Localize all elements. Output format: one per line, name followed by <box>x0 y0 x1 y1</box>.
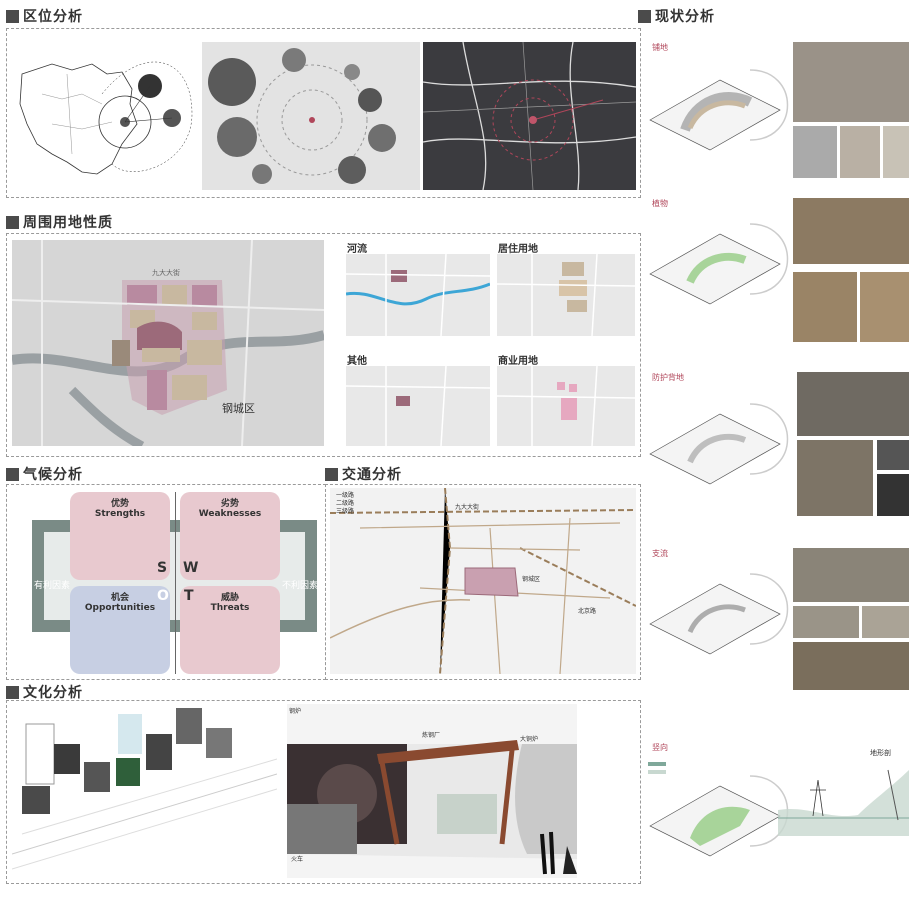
traffic-road-label-3: 北京路 <box>578 608 597 615</box>
header-square-icon <box>638 9 651 23</box>
section-header-status: 现状分析 <box>638 6 715 26</box>
status-photo-tributary-4 <box>793 642 909 690</box>
district-label: 钢城区 <box>222 402 255 415</box>
section-header-traffic: 交通分析 <box>325 464 402 484</box>
thumb-map-residential <box>497 254 635 336</box>
status-photo-tributary-2 <box>793 606 859 638</box>
traffic-panel <box>325 484 641 680</box>
status-photo-protective-4 <box>877 474 909 516</box>
culture-label-furnace: 钢炉 <box>289 708 302 715</box>
culture-timeline <box>12 708 277 870</box>
status-photo-paving-3 <box>840 126 880 178</box>
culture-panel <box>6 700 641 884</box>
status-photo-protective-3 <box>877 440 909 470</box>
section-title: 周围用地性质 <box>23 215 113 231</box>
status-label-tributary: 支流 <box>652 549 668 558</box>
section-title: 区位分析 <box>23 9 83 25</box>
status-photo-protective-2 <box>797 440 873 516</box>
status-photo-paving-4 <box>883 126 909 178</box>
thumb-map-other <box>346 366 490 446</box>
swot-letter-w: W <box>183 560 199 576</box>
thumb-label-other: 其他 <box>347 356 367 367</box>
culture-collage: 钢炉 炼钢厂 大铜炉 火车 <box>287 704 577 878</box>
status-photo-plants-1 <box>793 198 909 264</box>
status-label-vertical: 竖向 <box>652 743 668 752</box>
status-axon-paving <box>649 69 789 151</box>
section-title: 文化分析 <box>23 685 83 701</box>
thumb-label-river: 河流 <box>347 244 367 255</box>
opportunities-cn: 机会 <box>110 593 129 603</box>
culture-label-copper-furnace: 大铜炉 <box>520 736 539 743</box>
status-photo-paving-1 <box>793 42 909 122</box>
traffic-road-label-1: 九大大街 <box>455 504 480 511</box>
strengths-cn: 优势 <box>110 499 129 509</box>
swot-letter-t: T <box>184 588 194 604</box>
strengths-en: Strengths <box>94 509 146 519</box>
traffic-legend-1: 一级路 <box>336 492 355 499</box>
traffic-road-label-2: 钢城区 <box>522 576 541 583</box>
culture-label-steel-plant: 炼钢厂 <box>422 732 441 739</box>
swot-letter-o: O <box>157 588 169 604</box>
header-square-icon <box>6 9 19 23</box>
location-panel <box>6 28 641 198</box>
thumb-map-river <box>346 254 490 336</box>
section-header-climate: 气候分析 <box>6 464 83 484</box>
status-photo-plants-2 <box>793 272 857 342</box>
status-legend-swatch <box>648 762 666 774</box>
thumb-map-commercial <box>497 366 635 446</box>
header-square-icon <box>6 685 19 699</box>
section-header-location: 区位分析 <box>6 6 83 26</box>
header-square-icon <box>6 215 19 229</box>
location-photo-diagram <box>202 42 420 190</box>
swot-right-label: 不利因素 <box>282 581 319 591</box>
swot-opportunities-card: 机会 Opportunities <box>70 586 170 674</box>
status-photo-tributary-1 <box>793 548 909 602</box>
status-axon-protective <box>649 403 789 485</box>
section-title: 现状分析 <box>655 9 715 25</box>
status-photo-protective-1 <box>797 372 909 436</box>
header-square-icon <box>325 467 338 481</box>
traffic-map: 一级路 二级路 三级路 九大大街 钢城区 北京路 <box>330 488 636 674</box>
weaknesses-cn: 劣势 <box>220 499 239 509</box>
status-axon-vertical <box>649 775 789 857</box>
section-title: 交通分析 <box>342 467 402 483</box>
swot-strengths-card: 优势 Strengths <box>70 492 170 580</box>
opportunities-en: Opportunities <box>84 603 156 613</box>
land-use-panel <box>6 233 641 457</box>
traffic-legend-3: 三级路 <box>336 508 355 515</box>
thumb-label-residential: 居住用地 <box>498 244 538 255</box>
status-label-plants: 植物 <box>652 199 668 208</box>
header-square-icon <box>6 467 19 481</box>
status-axon-tributary <box>649 573 789 655</box>
status-section-label: 地形剖 <box>870 749 891 757</box>
street-label: 九大大街 <box>152 269 180 277</box>
culture-label-train: 火车 <box>291 856 304 863</box>
land-use-main-map: 钢城区 九大大街 <box>12 240 324 446</box>
status-terrain-section <box>778 769 909 836</box>
location-dark-map <box>422 41 637 191</box>
swot-weaknesses-card: 劣势 Weaknesses <box>180 492 280 580</box>
section-header-culture: 文化分析 <box>6 682 83 702</box>
thumb-label-commercial: 商业用地 <box>498 356 538 367</box>
swot-threats-card: 威胁 Threats <box>180 586 280 674</box>
status-axon-plants <box>649 223 789 305</box>
threats-en: Threats <box>210 603 250 613</box>
swot-divider <box>175 492 176 674</box>
weaknesses-en: Weaknesses <box>198 509 262 519</box>
status-photo-tributary-3 <box>862 606 909 638</box>
status-label-protective: 防护背地 <box>652 373 684 382</box>
status-photo-plants-3 <box>860 272 909 342</box>
section-header-land-use: 周围用地性质 <box>6 212 113 232</box>
status-photo-paving-2 <box>793 126 837 178</box>
status-label-paving: 铺地 <box>652 43 668 52</box>
swot-letter-s: S <box>157 560 168 576</box>
traffic-legend-2: 二级路 <box>336 500 355 507</box>
threats-cn: 威胁 <box>220 593 239 603</box>
china-location-map <box>19 61 193 175</box>
swot-left-label: 有利因素 <box>34 581 71 591</box>
section-title: 气候分析 <box>23 467 83 483</box>
